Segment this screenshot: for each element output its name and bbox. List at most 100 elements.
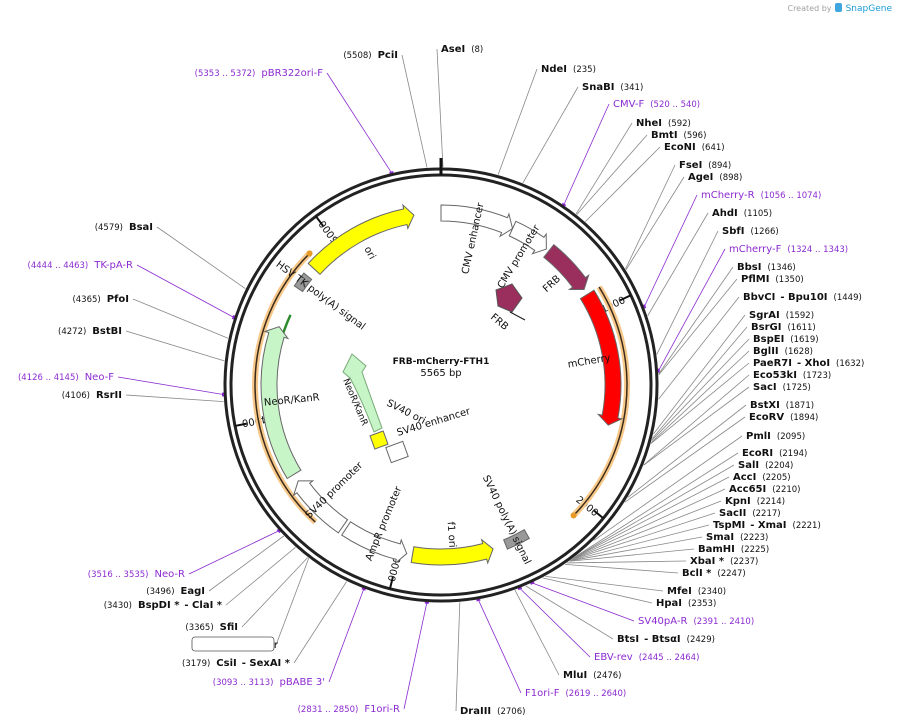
site-name: BbsI [737,262,761,273]
leader-line [627,404,747,498]
leader-line [575,122,633,215]
feature-arc [341,521,408,565]
site-position: (520 .. 540) [650,100,700,110]
inner-frb-label: FRB [488,312,510,333]
leader-line [477,599,522,694]
site-position: (2831 .. 2850) [298,705,359,715]
site-label: EcoRV(1894) [749,412,818,423]
site-position: (1324 .. 1343) [787,245,848,255]
site-label: HpaI(2353) [656,598,716,609]
leader-line [570,512,716,561]
primer-mark [642,304,647,309]
tick-mark [315,215,324,227]
plasmid-length: 5565 bp [420,368,461,379]
site-label: mCherry-R(1056 .. 1074) [701,190,821,201]
primer-mark [476,598,481,602]
leader-line [585,146,661,222]
leader-line [564,563,679,574]
site-label: SalI(2204) [738,460,793,471]
site-position: (1449) [834,293,862,303]
site-position: (3430) [104,601,132,611]
leader-line [576,134,648,215]
site-label: (3179)CsiI- SexAI * [182,658,291,669]
site-name: Eco53kI [753,370,797,381]
site-name: BbvCI [743,292,775,303]
site-position: (592) [668,119,691,129]
site-name: BtsI [617,634,639,645]
site-label: BtsI- BtsαI(2429) [617,634,715,645]
site-position: (3496) [146,587,174,597]
site-position: (1894) [790,413,818,423]
primer-name: TK-pA-R [93,260,133,271]
site-name: AgeI [688,172,713,183]
leader-line [571,500,722,560]
site-label: PflMI(1350) [741,274,804,285]
site-position: (2353) [688,599,716,609]
site-position: (2223) [740,533,768,543]
site-position: (1266) [750,227,778,237]
site-position: (4126 .. 4145) [18,373,79,383]
primer-mark [276,528,282,534]
site-label: (3430)BspDI *- ClaI * [104,600,223,611]
feature-arc [508,220,547,255]
primer-mark [561,202,567,208]
site-position: (4272) [58,327,86,337]
site-position: (1611) [787,323,815,333]
site-position: (641) [702,143,725,153]
site-position: (3093 .. 3113) [213,678,274,688]
leader-line [436,48,444,168]
site-name: Acc65I [729,484,766,495]
primer-name: Neo-F [85,372,115,383]
site-name: BmtI [651,130,678,141]
site-position: (1105) [744,209,772,219]
leader-line [293,581,347,664]
leader-line [401,54,428,168]
leader-line [573,464,735,559]
site-label: (4106)RsrII [62,390,122,401]
snapgene-credit: Created by SnapGene [787,3,892,14]
site-label: (3365)SfiI [185,622,238,633]
backbone-inner [229,173,653,597]
leader-line [117,376,224,395]
site-name: MfeI [667,586,692,597]
site-label: (4272)BstBI [58,326,122,337]
site-label: (3516 .. 3535)Neo-R [88,569,185,580]
site-label: BclI *(2247) [682,568,746,579]
site-name: BspEI [753,334,784,345]
leader-line [625,164,676,270]
site-position: (596) [684,131,707,141]
site-name: BamHI [698,544,735,555]
primer-name: pBR322ori-F [261,68,323,79]
plasmid-name: FRB-mCherry-FTH1 [393,357,490,367]
tick-mark [593,509,604,520]
site-label: AseI(8) [441,44,483,55]
credit-prefix: Created by [787,4,832,13]
primer-name: EBV-rev [594,652,633,663]
leader-line [656,230,719,355]
site-name: AhdI [712,208,738,219]
site-position: (4365) [72,295,100,305]
leader-line [525,585,614,640]
site-label: EBV-rev(2445 .. 2464) [594,652,699,663]
site-label: BglII(1628) [753,346,813,357]
leader-line [497,68,538,175]
site-alt-name: - SexAI * [242,658,291,669]
credit-brand: SnapGene [845,4,892,14]
site-alt-name: - Bpu10I [780,292,827,303]
leader-line [569,536,703,562]
site-label: (4444 .. 4463)TK-pA-R [28,260,134,271]
site-position: (2221) [793,521,821,531]
site-label: BbvCI - Bpu10I (1449) [743,292,862,303]
leader-line [658,248,726,371]
leader-line [403,602,428,710]
site-label: AhdI (1105) [712,208,772,219]
leader-line [125,330,225,362]
leader-line [125,394,224,403]
site-label: BsrGI(1611) [751,322,816,333]
leader-line [653,314,746,435]
plasmid-center: FRB-mCherry-FTH1 5565 bp [393,357,490,379]
leader-line [519,587,591,658]
primer-name: CMV-F [613,99,644,110]
site-name: PmlI [746,431,771,442]
